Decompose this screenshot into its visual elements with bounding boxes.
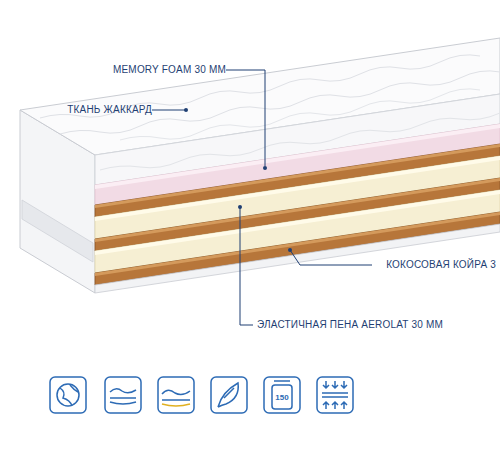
leader-line-part xyxy=(290,250,372,265)
leader-line-part xyxy=(152,110,185,111)
layer-label: MEMORY FOAM 30 MM xyxy=(113,64,226,76)
leader-dot xyxy=(184,108,292,252)
feature-icons-part xyxy=(110,389,136,404)
feature-icons-part xyxy=(323,402,347,409)
leader-dot-part xyxy=(288,248,292,252)
feature-icons-part xyxy=(57,384,79,406)
feature-icons-part xyxy=(317,377,353,413)
icon-number: 150 xyxy=(275,393,288,402)
feature-icons-part xyxy=(272,385,292,409)
feature-icons-part xyxy=(50,377,86,413)
layer-label: ЭЛАСТИЧНАЯ ПЕНА AEROLAT 30 ММ xyxy=(257,319,443,331)
bottom-cover-band-part xyxy=(95,224,500,293)
feature-icons-part xyxy=(264,377,300,413)
feature-icons-part xyxy=(274,380,290,382)
feature-icons-part xyxy=(162,404,190,406)
feature-icons-part xyxy=(322,393,348,397)
feature-icons-part xyxy=(158,377,194,413)
leader-dot-part xyxy=(238,205,242,209)
leader-dot-part xyxy=(184,108,188,112)
layer-label: КОКОСОВАЯ КОЙРА 3 xyxy=(386,259,496,271)
leader-line-part xyxy=(226,70,265,166)
coconut-coir-layer-part xyxy=(95,212,500,276)
coconut-coir-layer-part xyxy=(95,212,500,285)
leader-line-part xyxy=(240,208,253,325)
leader-line xyxy=(152,70,372,325)
bottom-cover-band xyxy=(95,224,500,293)
feature-icons-part xyxy=(211,377,247,413)
feature-icons-part xyxy=(105,377,141,413)
leader-dot-part xyxy=(263,166,267,170)
feature-icons-part xyxy=(60,385,78,406)
feature-icons-part xyxy=(218,383,238,407)
feature-icons-part xyxy=(162,390,190,400)
coconut-coir-layer xyxy=(95,212,500,285)
feature-icons-part xyxy=(323,381,347,388)
cover-label: ТКАНЬ ЖАККАРД xyxy=(67,104,152,116)
feature-icons xyxy=(50,377,353,413)
mattress-end-panel-part xyxy=(22,200,93,262)
